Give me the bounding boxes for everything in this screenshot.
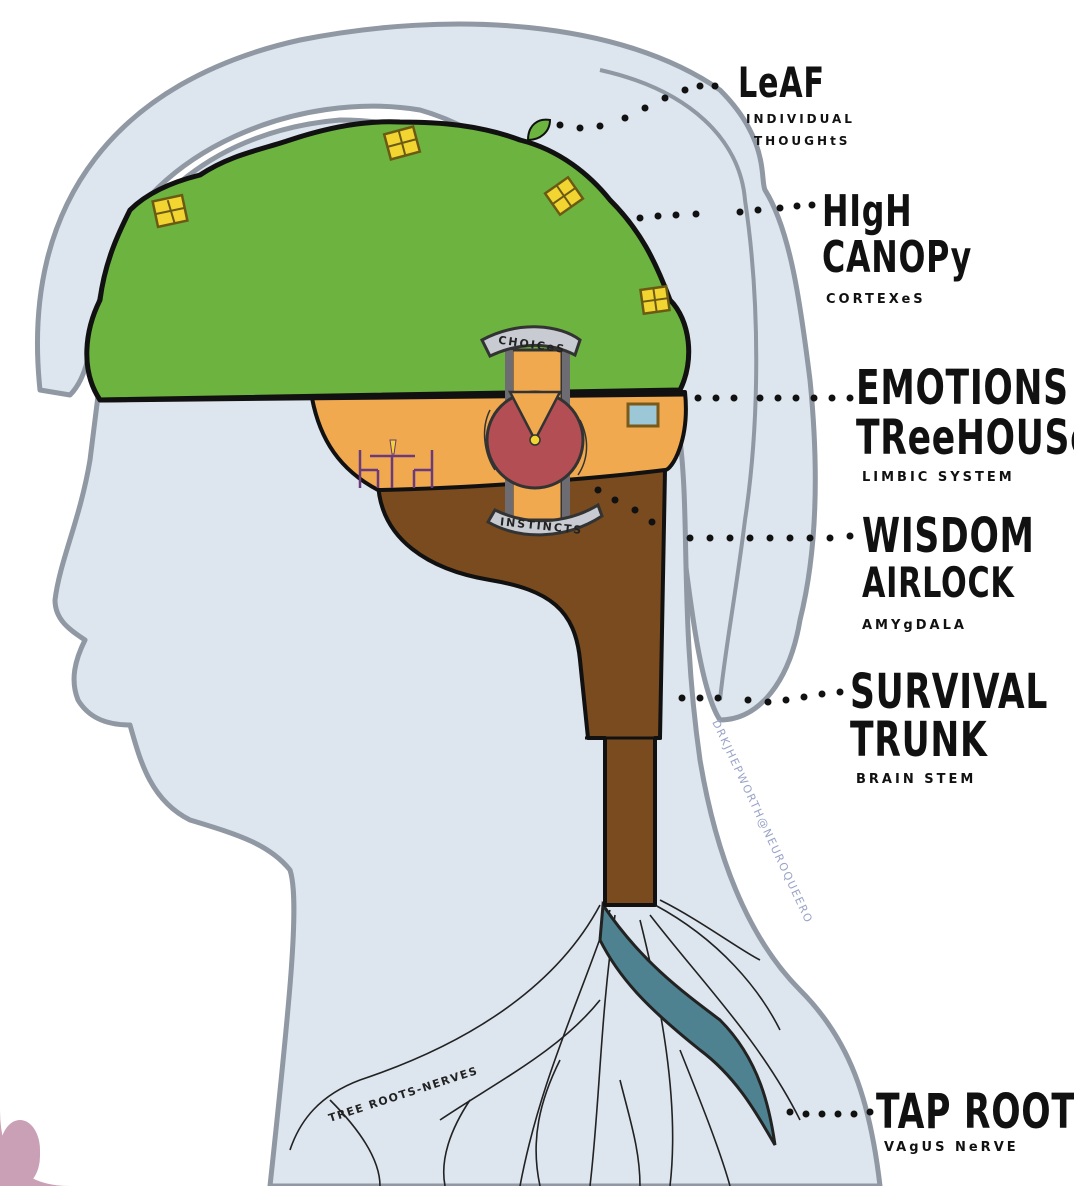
taproot-title: TAP ROOT	[876, 1088, 1074, 1136]
emotions-subtitle: LIMBIC SYSTEM	[862, 470, 1015, 485]
wisdom-title-2: AIRLOCK	[862, 562, 1015, 604]
taproot-subtitle: VAgUS NeRVE	[884, 1140, 1019, 1155]
wheel-hub	[530, 435, 540, 445]
survival-title-1: SURVIVAL	[850, 668, 1048, 716]
leaf-subtitle-1: INDIVIDUAL	[746, 112, 855, 126]
wisdom-title-1: WISDOM	[862, 512, 1035, 560]
leaf-title: LeAF	[738, 62, 825, 104]
canopy-title-2: CANOPy	[822, 236, 972, 280]
emotions-title-2: TReeHOUSe	[856, 414, 1074, 462]
canopy-subtitle: CORTEXeS	[826, 292, 926, 307]
emotions-title-1: EMOTIONS	[856, 364, 1069, 412]
leaf-subtitle-2: THOUGHtS	[754, 134, 850, 148]
picture-frame	[628, 404, 658, 426]
wisdom-subtitle: AMYgDALA	[862, 618, 967, 633]
survival-title-2: TRUNK	[850, 716, 988, 764]
corner-decoration-fill	[0, 1120, 40, 1186]
canopy-title-1: HIgH	[822, 190, 912, 234]
survival-subtitle: BRAIN STEM	[856, 772, 976, 787]
